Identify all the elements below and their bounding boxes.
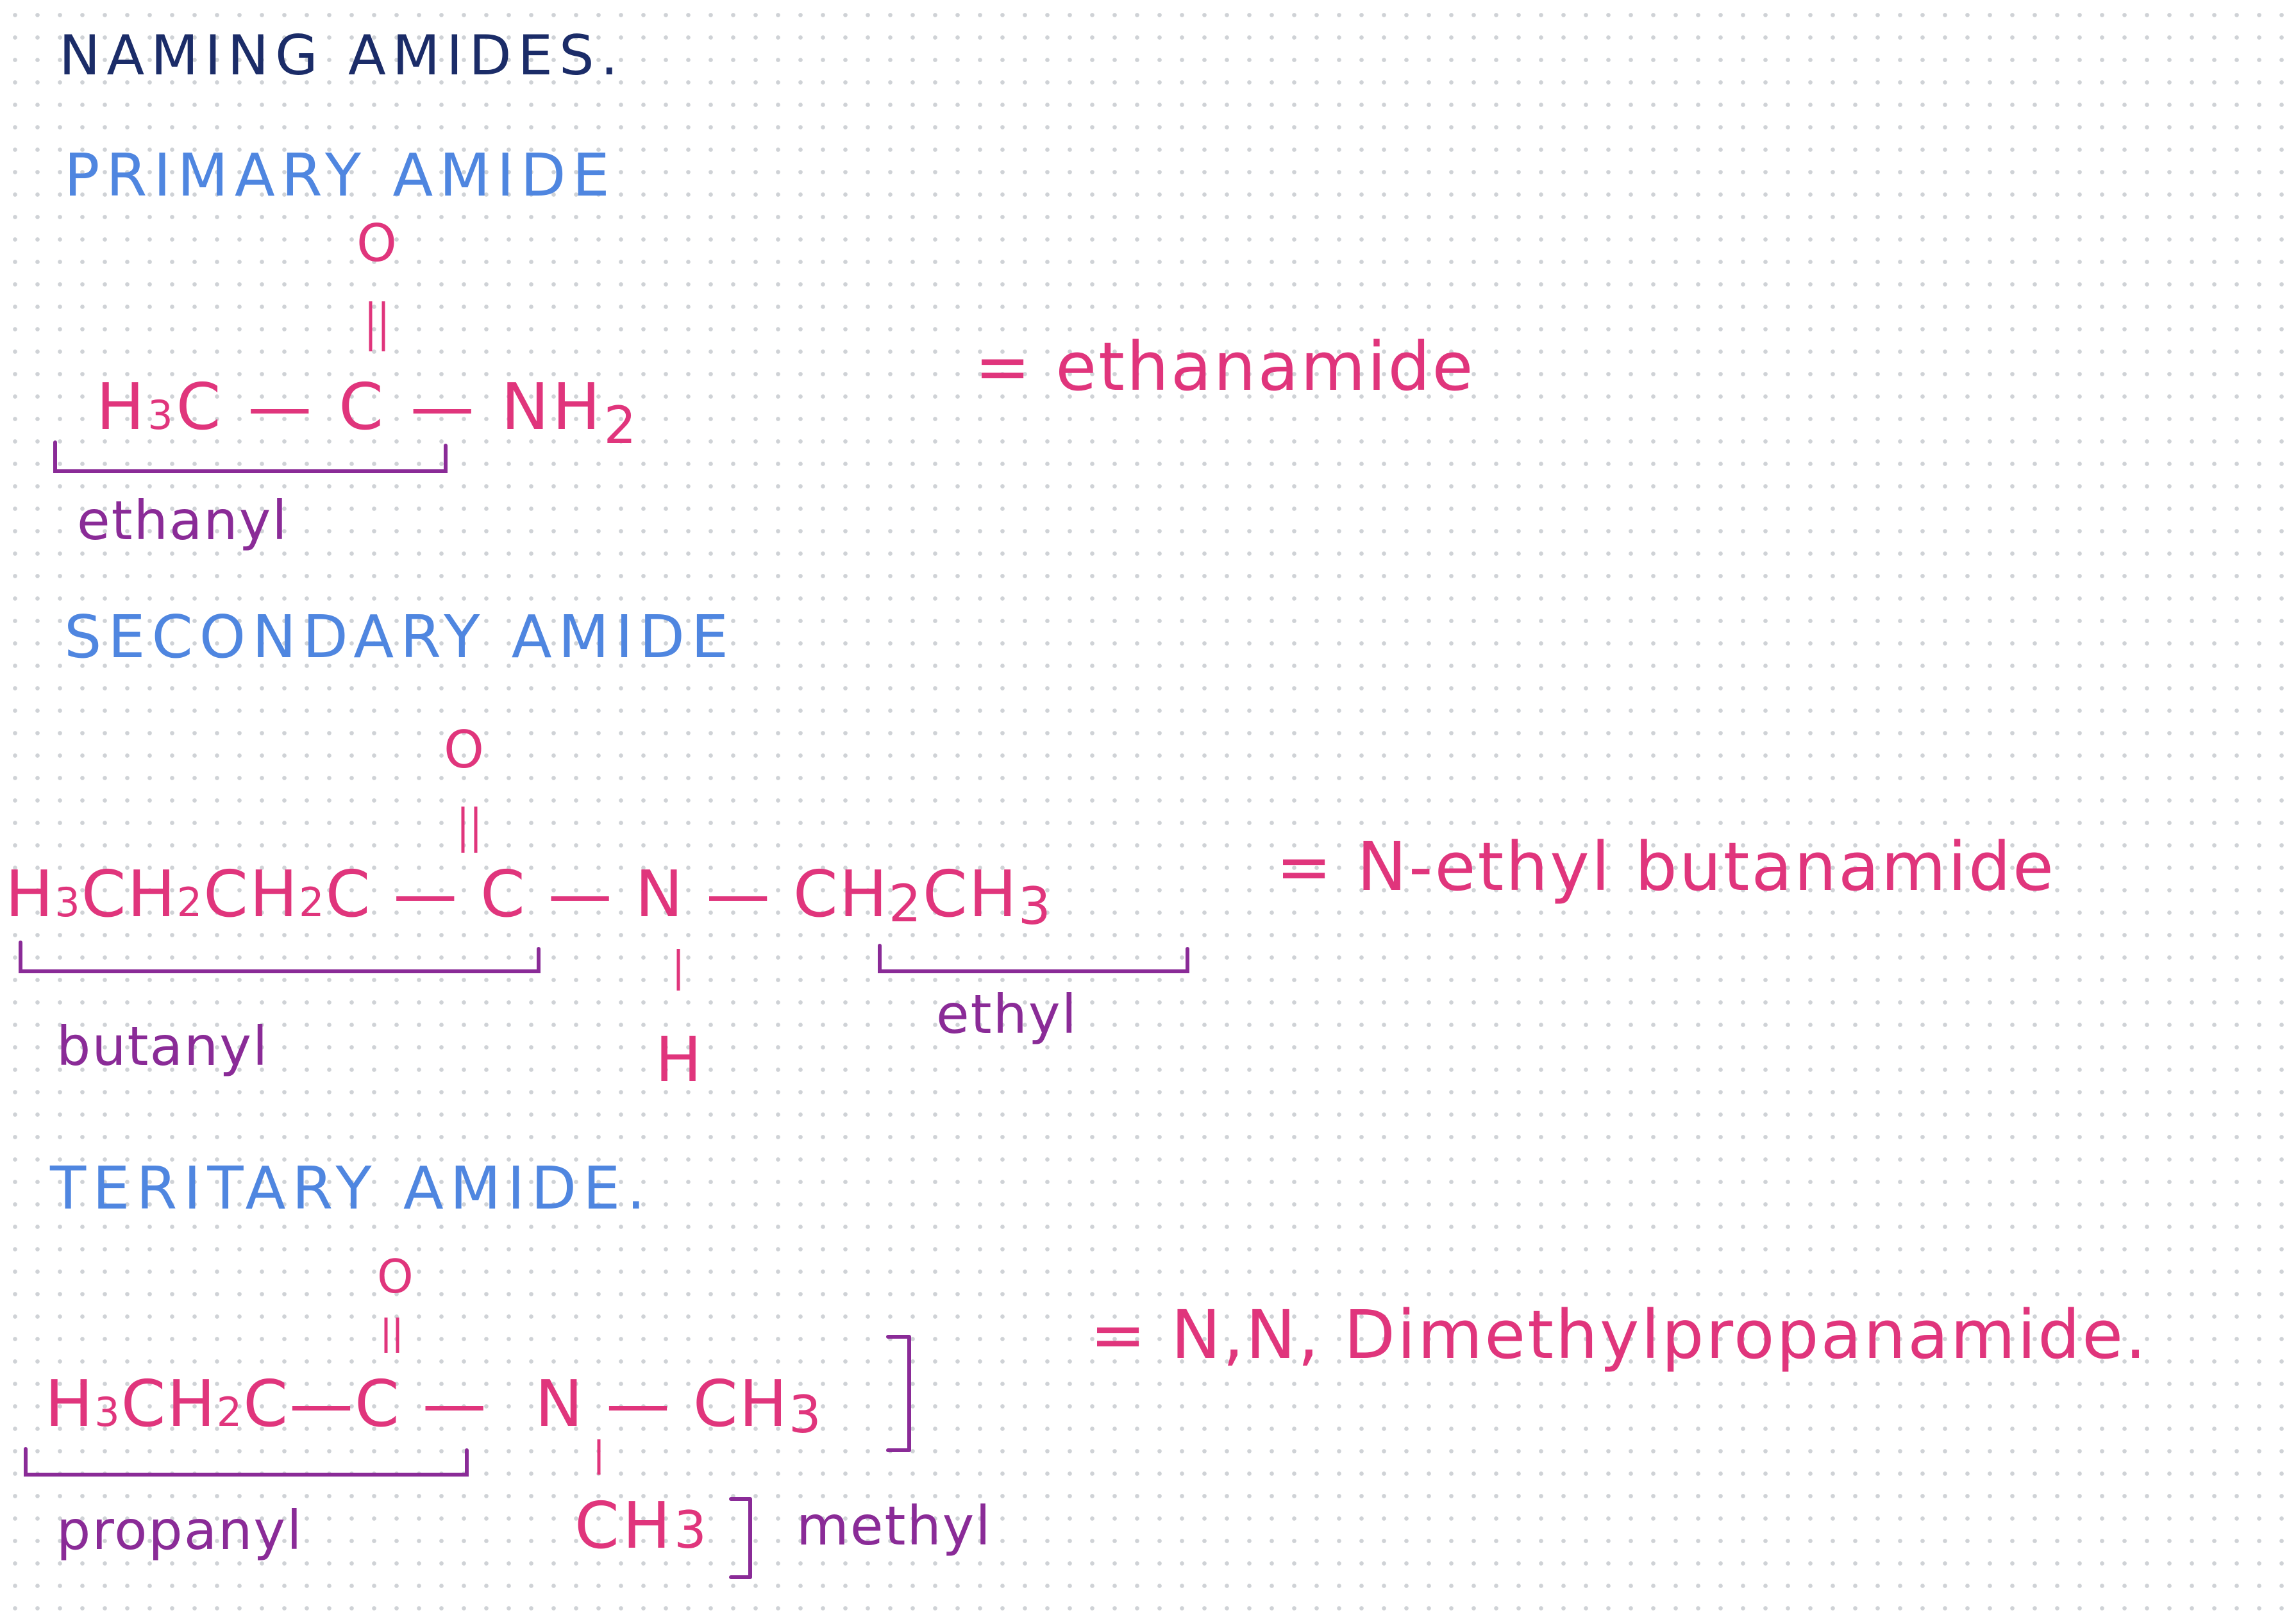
secondary-ethyl-ch: CH [792,857,889,932]
tertiary-chain-c1: CH [121,1366,217,1441]
secondary-nitrogen-hydrogen: H [655,1024,705,1096]
tertiary-methyl-label: methyl [796,1494,992,1557]
secondary-ethyl-group: CH2CH3 [793,857,1052,932]
primary-amine: NH [501,369,604,444]
secondary-chain-c1: CH [81,857,177,932]
secondary-chain-c3: C [325,857,372,932]
tertiary-bond-3: — [606,1366,671,1441]
secondary-bond-3: — [706,857,772,932]
secondary-ethyl-label: ethyl [936,983,1078,1046]
primary-chain-c: C [176,369,224,444]
secondary-chain-sub-1: 3 [55,879,81,926]
secondary-bond-1: — [393,857,459,932]
secondary-ethyl-sub-1: 2 [888,874,923,933]
secondary-amide-heading: SECONDARY AMIDE [64,603,735,671]
tertiary-bond-1: — [289,1366,355,1441]
secondary-result: = N-ethyl butanamide [1276,828,2056,906]
primary-carbonyl-carbon: C [339,369,387,444]
tertiary-bond-2: — [422,1366,488,1441]
tertiary-methyl-1-sub: 3 [788,1385,823,1444]
tertiary-chain-c2: C [243,1366,289,1441]
primary-bond-2: — [410,369,478,444]
tertiary-methyl-1-ch: CH [692,1366,789,1441]
secondary-butanyl-label: butanyl [56,1015,269,1078]
secondary-ethyl-ch-2: CH [922,857,1018,932]
primary-bond-1: — [247,369,315,444]
primary-chain-h: H [96,369,148,444]
tertiary-chain-formula: H3CH2C—C — N — CH3 [45,1372,823,1441]
secondary-chain-formula: H3CH2CH2C — C — N — CH2CH3 [5,862,1052,932]
secondary-nitrogen: N [635,857,685,932]
tertiary-chain-h: H [45,1366,95,1441]
secondary-chain-c2: CH [203,857,299,932]
secondary-chain-h: H [5,857,55,932]
secondary-carbonyl-oxygen: O [444,720,487,780]
primary-chain-subscript: 3 [147,392,176,439]
secondary-chain-sub-3: 2 [299,879,326,926]
secondary-ethyl-sub-2: 3 [1018,876,1052,936]
tertiary-propanyl-label: propanyl [56,1499,303,1562]
tertiary-methyl-2: CH3 [574,1494,710,1558]
secondary-chain-sub-2: 2 [176,879,204,926]
primary-result: = ethanamide [975,328,1475,406]
secondary-carbonyl-carbon: C [480,857,526,932]
primary-ethanyl-label: ethanyl [77,489,289,552]
primary-carbonyl-oxygen: O [356,213,400,273]
primary-chain-formula: H3C — C — NH2 [96,375,639,451]
primary-amide-heading: PRIMARY AMIDE [64,141,616,210]
tertiary-methyl-2-ch: CH [574,1488,675,1563]
tertiary-chain-sub-2: 2 [216,1389,244,1436]
page-title: NAMING AMIDES. [59,24,625,88]
tertiary-amide-heading: TERITARY AMIDE. [50,1154,652,1223]
tertiary-methyl-1: CH3 [693,1366,823,1441]
tertiary-chain-sub-1: 3 [94,1389,121,1436]
primary-amine-subscript: 2 [603,396,640,455]
tertiary-methyl-2-sub: 3 [674,1500,710,1560]
secondary-bond-2: — [548,857,614,932]
tertiary-carbonyl-carbon: C [354,1366,401,1441]
tertiary-carbonyl-oxygen: O [377,1250,417,1303]
tertiary-result: = N,N, Dimethylpropanamide. [1090,1296,2149,1374]
tertiary-nitrogen: N [535,1366,585,1441]
